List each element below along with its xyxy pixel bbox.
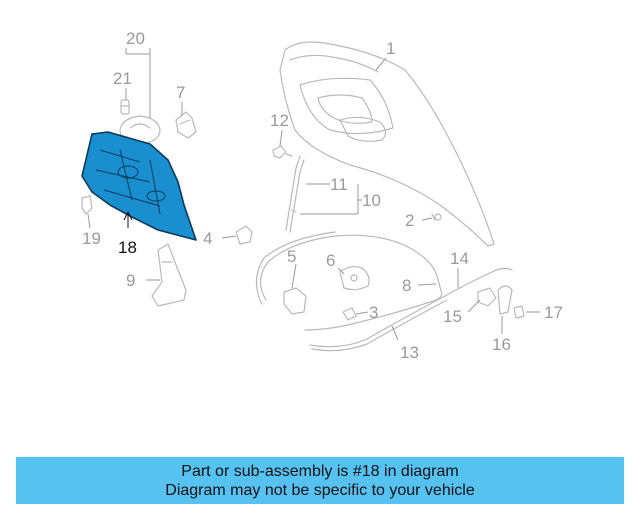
callout-18: 18 [118,238,137,257]
callout-14: 14 [450,249,469,268]
release-lever [497,285,513,315]
hinge-bracket [175,111,197,139]
weatherstrip [255,231,443,331]
callout-2: 2 [405,211,414,230]
callout-16: 16 [492,335,511,354]
seal-clip [81,195,93,215]
rod-holder [235,225,253,245]
lock-support [151,243,187,307]
lever-clip [513,305,525,319]
callout-labels: 1 2 3 4 5 6 7 8 9 10 11 12 13 14 15 16 1… [82,29,563,362]
callout-19: 19 [82,229,101,248]
hood-latch [339,266,370,291]
prop-rod [285,155,305,233]
callout-15: 15 [443,307,462,326]
caption-line-disclaimer: Diagram may not be specific to your vehi… [165,481,475,499]
caption-line-part: Part or sub-assembly is #18 in diagram [181,462,459,480]
prop-rod-clip [272,145,293,159]
callout-9: 9 [126,271,135,290]
callout-20: 20 [126,29,145,48]
callout-6: 6 [326,251,335,270]
hood-insulator [81,131,197,241]
callout-13: 13 [400,343,419,362]
callout-12: 12 [270,111,289,130]
hood-pad [431,213,442,221]
callout-21: 21 [113,69,132,88]
callout-10: 10 [362,191,381,210]
hood-panel [279,41,495,247]
bumper-clip [120,99,130,115]
callout-3: 3 [369,303,378,322]
caption-banner: Part or sub-assembly is #18 in diagram D… [16,457,624,504]
callout-7: 7 [176,83,185,102]
leader-lines [87,48,540,341]
callout-17: 17 [544,303,563,322]
release-cable [309,267,513,352]
parts-diagram: 1 2 3 4 5 6 7 8 9 10 11 12 13 14 15 16 1… [81,29,563,362]
callout-11: 11 [330,175,348,194]
callout-4: 4 [203,229,212,248]
callout-1: 1 [386,39,395,58]
latch-bracket [283,287,307,315]
release-handle [477,287,497,307]
callout-5: 5 [287,247,296,266]
latch-bolt [342,307,357,321]
callout-8: 8 [402,276,411,295]
